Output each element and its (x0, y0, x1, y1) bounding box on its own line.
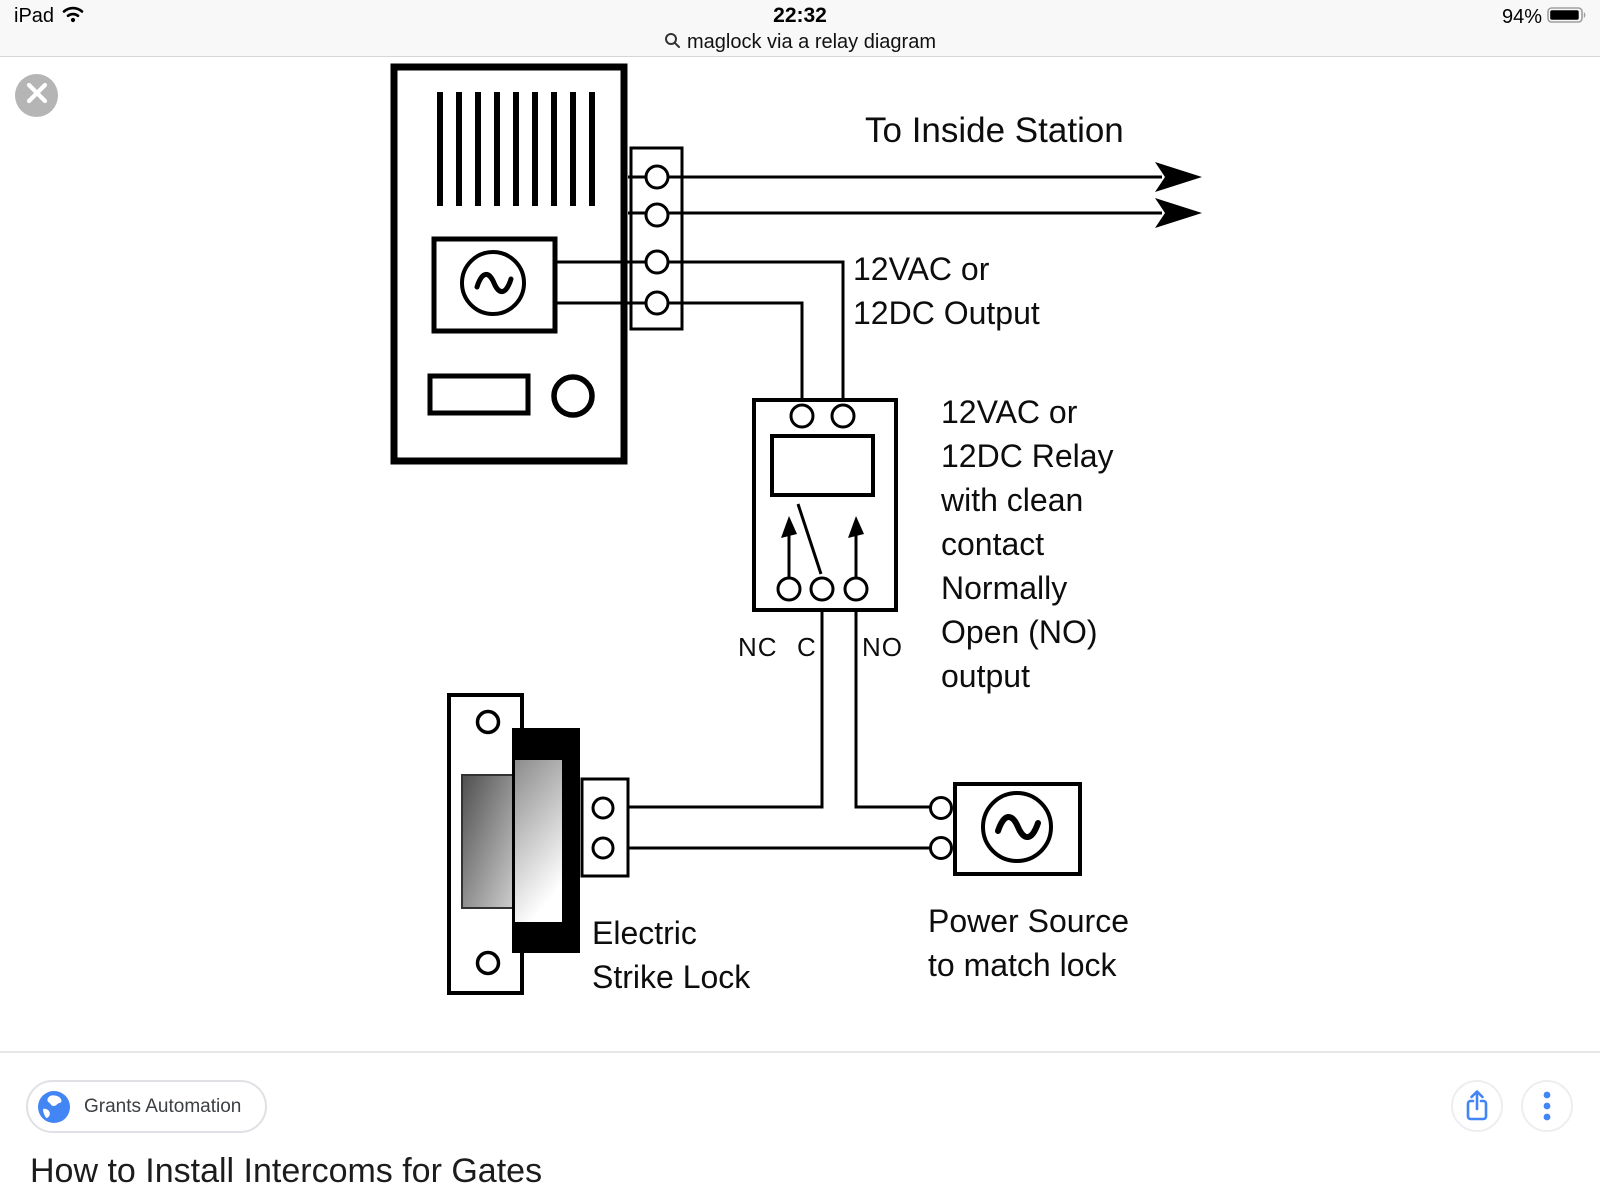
nameplate (427, 373, 531, 416)
ac-tilde-icon (995, 814, 1041, 840)
status-bar: iPad 22:32 maglock via a relay diagram 9… (0, 0, 1600, 57)
power-source (929, 782, 1082, 876)
electric-strike-lock (447, 693, 630, 995)
arrow-icon (1155, 162, 1202, 192)
relay-coil (770, 434, 875, 497)
intercom-station (390, 63, 628, 465)
result-title[interactable]: How to Install Intercoms for Gates (30, 1152, 543, 1190)
arrow-icon (1155, 198, 1202, 228)
source-chip-label: Grants Automation (84, 1095, 242, 1117)
screw-hole-icon (475, 950, 501, 976)
strike-cavity (461, 774, 516, 909)
device-label: iPad (14, 4, 55, 27)
label-c: C (797, 632, 817, 662)
clock: 22:32 (773, 4, 827, 27)
ac-tilde-icon (474, 272, 514, 294)
wire-output-2 (557, 301, 804, 405)
battery-percent: 94% (1501, 6, 1542, 28)
intercom-ac-module (431, 236, 558, 334)
diagram-image[interactable]: To Inside Station 12VAC or 12DC Output 1… (0, 57, 1600, 1050)
strike-terminal-block (580, 777, 630, 878)
search-query-text: maglock via a relay diagram (687, 31, 936, 53)
screw-hole-icon (475, 709, 501, 735)
share-button[interactable] (1451, 1080, 1503, 1132)
battery-icon (1547, 5, 1588, 30)
wire-common-to-strike (613, 599, 824, 809)
more-options-icon (1542, 1090, 1552, 1122)
source-chip[interactable]: Grants Automation (26, 1080, 268, 1133)
relay-switch (781, 503, 864, 578)
label-power: Power Source to match lock (928, 903, 1129, 983)
globe-icon (37, 1090, 71, 1124)
wifi-icon (61, 4, 85, 28)
relay (752, 398, 898, 612)
strike-keeper (515, 760, 562, 922)
label-output: 12VAC or 12DC Output (853, 251, 1040, 331)
wiring-diagram-svg (390, 63, 1202, 995)
share-icon (1461, 1089, 1493, 1123)
close-icon (26, 82, 48, 109)
more-options-button[interactable] (1521, 1080, 1573, 1132)
footer-divider (0, 1051, 1600, 1053)
label-to-inside-station: To Inside Station (865, 111, 1124, 150)
search-icon (664, 32, 681, 54)
speaker-grille-icon (437, 92, 595, 206)
label-strike: Electric Strike Lock (592, 915, 751, 995)
terminal-contacts (644, 164, 670, 316)
label-nc: NC (738, 632, 778, 662)
label-no: NO (862, 632, 903, 662)
wire-no-to-power (854, 599, 931, 809)
label-relay: 12VAC or 12DC Relay with clean contact N… (941, 394, 1114, 694)
arrowheads (1155, 162, 1202, 228)
close-button[interactable] (15, 74, 58, 117)
search-query-bar[interactable]: maglock via a relay diagram (0, 31, 1600, 54)
call-button-icon (551, 374, 595, 418)
